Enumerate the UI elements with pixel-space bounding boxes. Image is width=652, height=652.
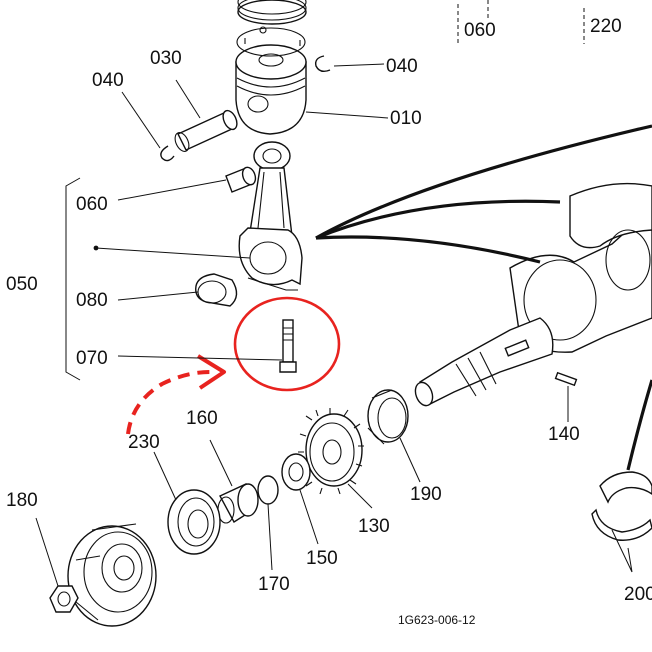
label-040-left: 040 bbox=[92, 70, 124, 91]
label-130: 130 bbox=[358, 516, 390, 537]
o-ring bbox=[257, 475, 279, 505]
oil-seal bbox=[167, 489, 221, 555]
label-030: 030 bbox=[150, 48, 182, 69]
assembly-line-1 bbox=[315, 124, 652, 240]
label-150: 150 bbox=[306, 548, 338, 569]
highlight-annotation bbox=[126, 296, 341, 435]
highlight-circle bbox=[233, 296, 341, 392]
label-070: 070 bbox=[76, 348, 108, 369]
label-200: 200 bbox=[624, 584, 652, 605]
woodruff-key bbox=[554, 371, 578, 387]
rod-bearing bbox=[195, 273, 238, 307]
piston bbox=[235, 26, 307, 135]
circlip-right bbox=[314, 55, 331, 73]
group-bracket-050 bbox=[65, 177, 81, 381]
label-060-bushing: 060 bbox=[76, 194, 108, 215]
assembly-line-4 bbox=[626, 379, 652, 471]
leader-lines bbox=[35, 0, 633, 587]
crank-gear bbox=[298, 408, 364, 495]
thrust-washer bbox=[281, 453, 311, 491]
figure-code: 1G623-006-12 bbox=[398, 613, 476, 627]
label-160: 160 bbox=[186, 408, 218, 429]
highlight-arrow-shaft bbox=[126, 370, 211, 435]
label-060-top: 060 bbox=[464, 20, 496, 41]
label-220: 220 bbox=[590, 16, 622, 37]
part-labels: 010 030 040 040 050 060 060 070 080 130 … bbox=[6, 16, 652, 627]
label-190: 190 bbox=[410, 484, 442, 505]
highlight-arrow-head bbox=[196, 354, 226, 390]
label-230: 230 bbox=[128, 432, 160, 453]
label-180: 180 bbox=[6, 490, 38, 511]
label-010: 010 bbox=[390, 108, 422, 129]
label-040-right: 040 bbox=[386, 56, 418, 77]
connecting-rod bbox=[238, 141, 303, 291]
main-bearing-190 bbox=[367, 389, 409, 445]
pulley-nut bbox=[49, 585, 79, 613]
label-050: 050 bbox=[6, 274, 38, 295]
collar bbox=[217, 483, 259, 524]
wrist-pin bbox=[174, 109, 238, 152]
label-170: 170 bbox=[258, 574, 290, 595]
label-080: 080 bbox=[76, 290, 108, 311]
crank-pulley bbox=[67, 523, 157, 627]
small-end-bushing bbox=[225, 166, 257, 193]
circlip-left bbox=[160, 145, 175, 162]
assembly-line-3 bbox=[315, 235, 541, 264]
thrust-bearings bbox=[591, 471, 652, 541]
assembly-line-2 bbox=[315, 199, 561, 240]
rod-bolt bbox=[279, 319, 297, 373]
piston-rings bbox=[237, 0, 307, 25]
label-140: 140 bbox=[548, 424, 580, 445]
crankshaft bbox=[414, 182, 652, 407]
